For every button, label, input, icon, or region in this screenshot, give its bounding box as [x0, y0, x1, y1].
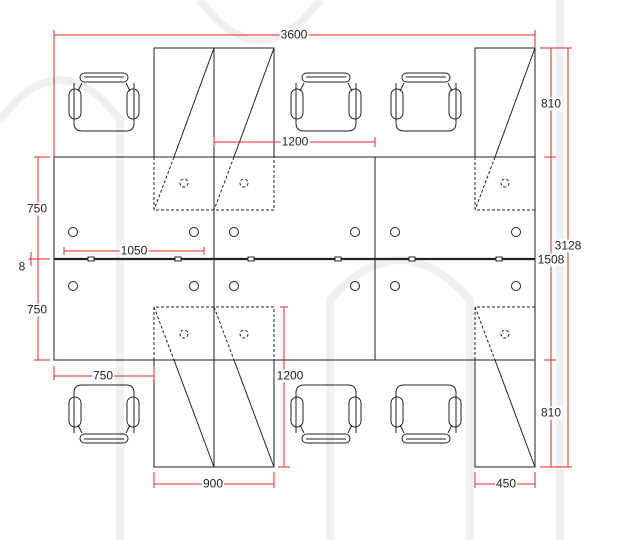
- pedestal-top-1: [153, 47, 215, 158]
- dim-end-pedestal-top: 810: [539, 96, 563, 111]
- grommet-hole: [68, 227, 78, 237]
- dim-pedestal-width: 900: [201, 476, 225, 491]
- grommet-hole: [390, 281, 400, 291]
- pedestal-lock-hole: [500, 178, 510, 188]
- desks: [53, 156, 536, 361]
- pedestal-bottom-2: [213, 359, 275, 468]
- pedestal-lock-hole: [179, 329, 189, 339]
- grommet-hole: [511, 281, 521, 291]
- pedestal-bottom-1: [153, 359, 215, 468]
- grommet-hole: [390, 227, 400, 237]
- grommet-hole: [68, 281, 78, 291]
- grommets: [68, 178, 521, 339]
- dim-end-pedestal-bottom: 810: [539, 405, 563, 420]
- dim-return-offset: 750: [91, 368, 115, 383]
- pedestal-lock-hole: [500, 329, 510, 339]
- connector-bracket: [174, 256, 182, 262]
- chair-icon: [290, 384, 362, 444]
- pedestal-top-end: [474, 47, 536, 158]
- chair-icon: [68, 72, 140, 132]
- watermark: [0, 0, 564, 540]
- pedestal-bottom-end: [474, 359, 536, 468]
- connector-bracket: [334, 256, 342, 262]
- dim-pedestal-span-side: 1200: [275, 368, 305, 383]
- dim-desk-depth-bottom: 750: [25, 302, 49, 317]
- dim-overall-width: 3600: [279, 27, 309, 42]
- dim-overall-depth: 3128: [553, 238, 583, 253]
- chair-icon: [390, 384, 462, 444]
- dim-midline: 1508: [536, 252, 566, 267]
- chair-icon: [290, 72, 362, 132]
- dim-pedestal-span-top: 1200: [280, 134, 310, 149]
- connector-bracket: [495, 256, 503, 262]
- grommet-hole: [189, 227, 199, 237]
- grommet-hole: [229, 281, 239, 291]
- connector-bracket: [87, 256, 95, 262]
- grommet-hole: [189, 281, 199, 291]
- chair-icon: [390, 72, 462, 132]
- chairs: [68, 72, 462, 444]
- dim-desk-depth-top: 750: [25, 201, 49, 216]
- dim-desk-inner-length: 1050: [119, 243, 149, 258]
- grommet-hole: [350, 227, 360, 237]
- pedestal-lock-hole: [239, 329, 249, 339]
- grommet-hole: [511, 227, 521, 237]
- pedestals: [153, 47, 536, 468]
- grommet-hole: [229, 227, 239, 237]
- chair-icon: [68, 384, 140, 444]
- pedestal-lock-hole: [179, 178, 189, 188]
- dim-end-pedestal-width: 450: [494, 476, 518, 491]
- grommet-hole: [350, 281, 360, 291]
- pedestal-lock-hole: [239, 178, 249, 188]
- dim-gap: 8: [18, 259, 26, 274]
- connector-bracket: [408, 256, 416, 262]
- pedestal-top-2: [213, 47, 275, 158]
- connector-bracket: [247, 256, 255, 262]
